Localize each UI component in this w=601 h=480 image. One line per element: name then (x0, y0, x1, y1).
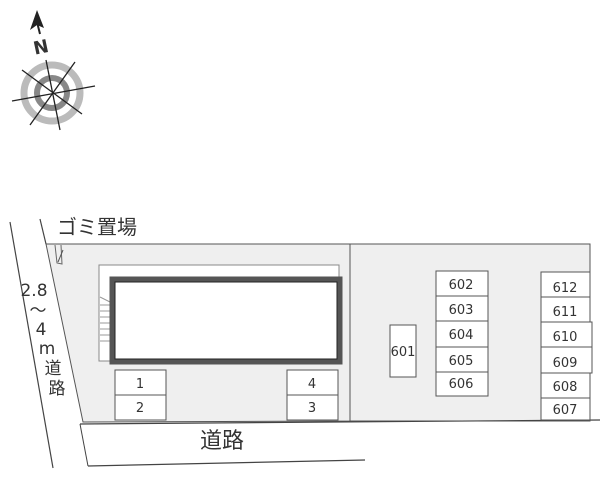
parking-space-3 (286, 394, 339, 421)
building (109, 276, 343, 365)
svg-text:m: m (39, 339, 56, 359)
garbage-area-label: ゴミ置場 (57, 215, 137, 239)
parking-label: 2 (136, 401, 144, 416)
parking-space-2 (114, 394, 167, 421)
parking-space-609 (540, 346, 593, 374)
parking-label: 606 (449, 377, 474, 392)
parking-label: 609 (553, 356, 578, 371)
parking-label: 611 (553, 305, 578, 320)
parking-label: 607 (553, 403, 578, 418)
parking-label: 1 (136, 377, 144, 392)
parking-label: 604 (449, 328, 474, 343)
side-road-label: 2.8 〜 4 m 道 路 (20, 281, 65, 399)
svg-text:道: 道 (45, 359, 62, 379)
parking-space-604 (435, 320, 489, 348)
parking-space-606 (435, 371, 489, 397)
parking-label: 608 (553, 380, 578, 395)
parking-space-610 (540, 321, 593, 348)
stairs (99, 296, 111, 342)
front-road-label: 道路 (200, 429, 244, 454)
parking-label: 602 (449, 278, 474, 293)
parking-label: 601 (391, 345, 416, 360)
parking-space-612 (540, 271, 591, 298)
parking-label: 612 (553, 281, 578, 296)
side-road-edge (9, 221, 54, 469)
north-label: N (32, 36, 51, 60)
front-road-edge (79, 419, 601, 425)
compass-rose-icon: N (11, 10, 96, 131)
parking-space-608 (540, 372, 591, 399)
parking-label: 4 (308, 377, 316, 392)
parking-space-601 (389, 324, 417, 378)
svg-text:〜: 〜 (30, 301, 47, 321)
parking-label: 603 (449, 303, 474, 318)
svg-text:2.8: 2.8 (20, 281, 47, 301)
svg-text:4: 4 (36, 320, 47, 340)
parking-label: 605 (449, 354, 474, 369)
parking-space-602 (435, 270, 489, 297)
parking-space-603 (435, 295, 489, 322)
parking-label: 3 (308, 401, 316, 416)
svg-text:路: 路 (49, 379, 66, 399)
parking-label: 610 (553, 330, 578, 345)
parking-space-607 (540, 397, 591, 421)
